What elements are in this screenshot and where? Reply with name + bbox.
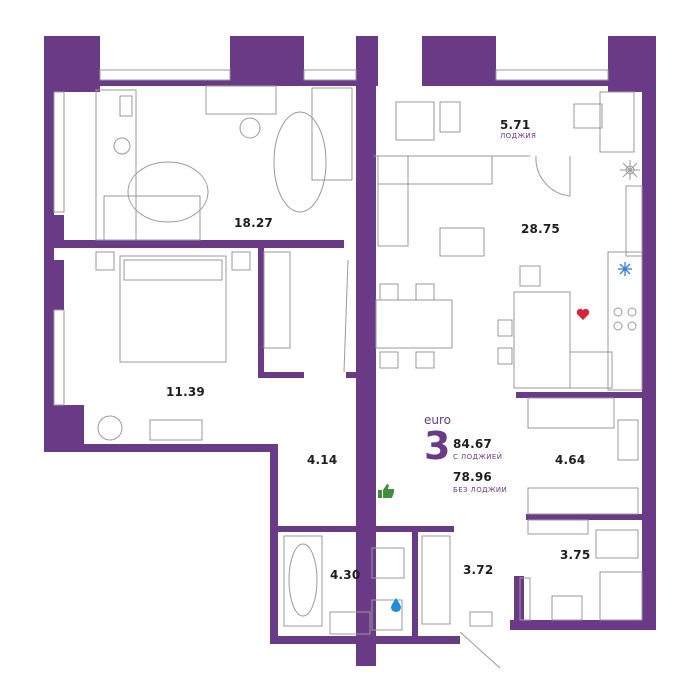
area-without-loggia: 78.96 (453, 470, 492, 484)
furniture (95, 85, 643, 669)
area-with-loggia: 84.67 (453, 437, 492, 451)
walls (44, 36, 656, 666)
room-area-bedroom-small: 11.39 (166, 385, 205, 399)
room-area-wardrobe: 4.64 (555, 453, 586, 467)
windows (53, 69, 609, 406)
room-area-bathroom: 4.30 (330, 568, 361, 582)
thumbs-up-icon (378, 484, 394, 498)
room-area-living-kitchen: 28.75 (521, 222, 560, 236)
with-loggia-caption: С ЛОДЖИЕЙ (453, 453, 503, 461)
room-area-loggia: 5.71 (500, 118, 531, 132)
snowflake-icon (618, 262, 632, 276)
compass-icon (620, 160, 640, 180)
type-word: euro (424, 413, 451, 427)
room-area-corridor: 3.72 (463, 563, 494, 577)
rooms-count: 3 (424, 424, 451, 468)
room-area-bedroom-large: 18.27 (234, 216, 273, 230)
loggia-caption: ЛОДЖИЯ (500, 132, 537, 140)
water-drop-icon (391, 598, 401, 612)
room-area-wc: 3.75 (560, 548, 591, 562)
without-loggia-caption: БЕЗ ЛОДЖИИ (453, 486, 508, 494)
heart-icon (576, 308, 590, 320)
room-area-hall: 4.14 (307, 453, 338, 467)
door-swings (343, 155, 571, 373)
